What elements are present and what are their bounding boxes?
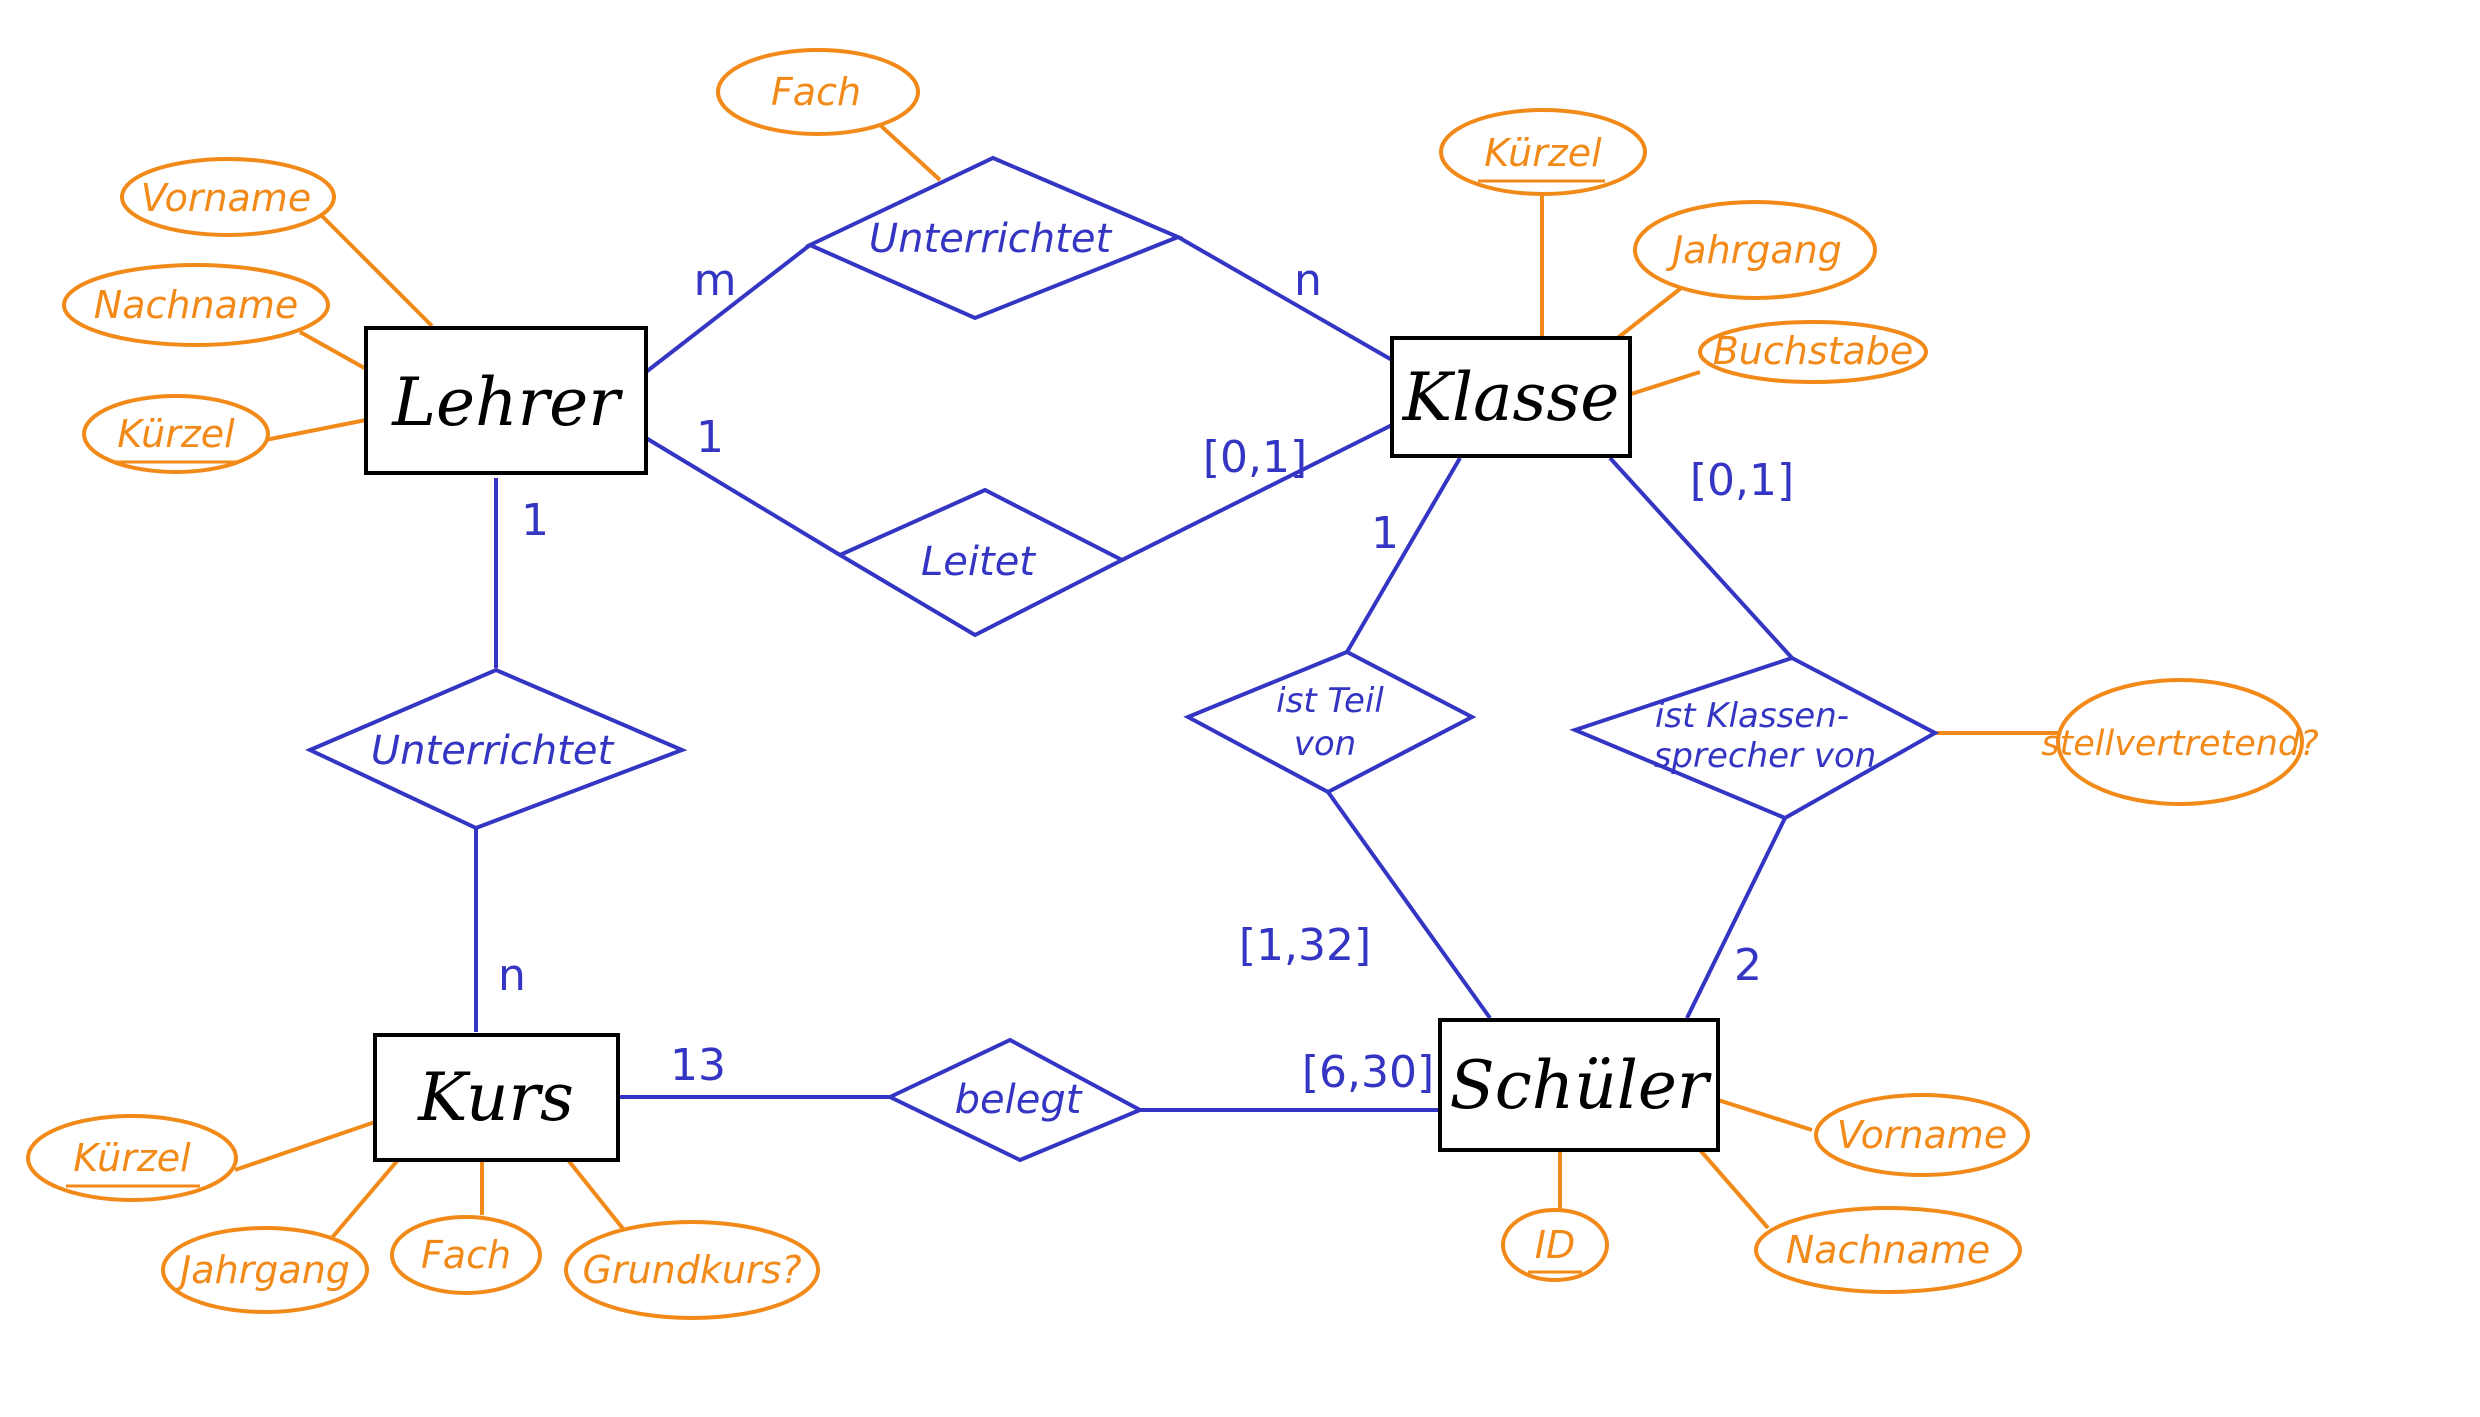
attribute-schueler-nachname-label: Nachname [1786,1228,1990,1272]
connector-klasse-jahrgang [1613,283,1687,342]
attribute-klasse-buchstabe[interactable]: Buchstabe [1698,320,1928,384]
attribute-kurs-grundkurs-label: Grundkurs? [582,1248,801,1292]
connector-schueler-vorname [1717,1098,1813,1132]
entity-kurs[interactable]: Kurs [373,1033,620,1162]
connector-kurs-grundkurs [566,1158,630,1237]
entity-lehrer-label: Lehrer [391,364,623,441]
card-klasse-leitet: [0,1] [1203,432,1307,483]
relationship-klassensprecher-label-1: ist Klassen- [1655,696,1849,736]
attribute-stellvertretend-label: stellvertretend? [2041,724,2318,764]
relationship-unterrichtet-kurs[interactable]: Unterrichtet [305,667,688,831]
connector-lehrer-kuerzel [264,418,367,442]
line-lehrer-unterrichtet [644,243,812,374]
attribute-lehrer-vorname[interactable]: Vorname [120,157,336,237]
relationship-unterrichtet-kurs-label: Unterrichtet [371,728,615,774]
entity-schueler-label: Schüler [1450,1047,1712,1124]
connector-fach-unterrichtet [878,123,942,182]
attribute-lehrer-kuerzel[interactable]: Kürzel [82,394,270,474]
attribute-unterrichtet-fach[interactable]: Fach [716,48,920,136]
card-klasse-unterrichtet: n [1294,255,1322,306]
connector-kurs-kuerzel [234,1120,376,1172]
attribute-kurs-jahrgang[interactable]: Jahrgang [161,1226,369,1314]
relationship-klassensprecher-label-2: sprecher von [1654,736,1877,776]
attribute-unterrichtet-fach-label: Fach [771,70,861,114]
card-klasse-klassensprecher: [0,1] [1690,455,1794,506]
card-kurs-belegt: 13 [670,1040,726,1091]
attribute-lehrer-nachname[interactable]: Nachname [62,263,330,347]
card-lehrer-kurs-unterrichtet: 1 [521,495,549,546]
relationship-unterrichtet-klasse[interactable]: Unterrichtet [805,155,1184,321]
relationship-leitet[interactable]: Leitet [835,487,1127,638]
attribute-lehrer-kuerzel-label: Kürzel [117,412,235,456]
line-lehrer-leitet [644,436,842,557]
attribute-klasse-jahrgang-label: Jahrgang [1665,228,1842,272]
line-klasse-ist-teil-von [1345,456,1462,654]
attribute-klasse-jahrgang[interactable]: Jahrgang [1633,200,1877,300]
entity-lehrer[interactable]: Lehrer [364,326,648,475]
connector-klasse-buchstabe [1627,370,1701,397]
attribute-klasse-kuerzel[interactable]: Kürzel [1439,108,1647,196]
line-ist-teil-von-schueler [1326,790,1492,1020]
card-schueler-ist-teil-von: [1,32] [1239,920,1371,971]
line-klasse-klassensprecher [1608,456,1794,660]
card-lehrer-leitet: 1 [696,412,724,463]
relationship-ist-teil-von-label-2: von [1294,724,1356,764]
entity-kurs-label: Kurs [417,1059,574,1136]
relationship-leitet-label: Leitet [921,539,1036,585]
relationship-belegt[interactable]: belegt [885,1037,1145,1163]
attribute-kurs-fach-label: Fach [421,1233,511,1277]
card-schueler-belegt: [6,30] [1302,1047,1434,1098]
card-schueler-klassensprecher: 2 [1734,940,1762,991]
relationship-belegt-label: belegt [955,1077,1083,1123]
card-lehrer-unterrichtet: m [694,255,737,306]
attribute-kurs-kuerzel[interactable]: Kürzel [26,1114,238,1202]
attribute-kurs-kuerzel-label: Kürzel [73,1136,191,1180]
entity-klasse[interactable]: Klasse [1390,336,1632,458]
attribute-schueler-id-label: ID [1535,1223,1575,1267]
relationship-ist-klassensprecher-von[interactable]: ist Klassen- sprecher von [1569,655,1940,821]
attribute-klasse-kuerzel-label: Kürzel [1484,131,1602,175]
attribute-kurs-jahrgang-label: Jahrgang [173,1248,350,1292]
attribute-kurs-fach[interactable]: Fach [390,1215,542,1295]
line-leitet-klasse [1121,423,1393,562]
relationship-connectors [474,235,1794,1112]
connector-schueler-nachname [1698,1148,1770,1230]
attribute-connectors [234,123,2058,1242]
attribute-schueler-vorname[interactable]: Vorname [1814,1093,2030,1177]
attribute-schueler-nachname[interactable]: Nachname [1754,1206,2022,1294]
relationship-ist-teil-von-label-1: ist Teil [1276,681,1384,721]
connector-lehrer-nachname [299,330,369,372]
entity-klasse-label: Klasse [1402,359,1620,436]
attribute-klasse-buchstabe-label: Buchstabe [1713,329,1914,373]
attribute-lehrer-nachname-label: Nachname [94,283,298,327]
card-kurs-unterrichtet: n [498,950,526,1001]
cardinalities: m n 1 [0,1] 1 n 1 [1,32] [0,1] 2 13 [6,3… [498,255,1794,1098]
entity-schueler[interactable]: Schüler [1438,1018,1720,1152]
line-unterrichtet-klasse [1177,235,1393,362]
attribute-lehrer-vorname-label: Vorname [141,176,311,220]
attribute-kurs-grundkurs[interactable]: Grundkurs? [564,1220,820,1320]
relationship-ist-teil-von[interactable]: ist Teil von [1183,649,1477,795]
attribute-klassensprecher-stellvertretend[interactable]: stellvertretend? [2041,678,2319,806]
line-klassensprecher-schueler [1685,817,1787,1019]
connector-kurs-jahrgang [328,1158,400,1242]
attribute-schueler-id[interactable]: ID [1501,1208,1609,1282]
connector-lehrer-vorname [318,212,434,328]
attribute-schueler-vorname-label: Vorname [1837,1113,2007,1157]
card-klasse-ist-teil-von: 1 [1371,508,1399,559]
relationship-unterrichtet-klasse-label: Unterrichtet [869,216,1113,262]
